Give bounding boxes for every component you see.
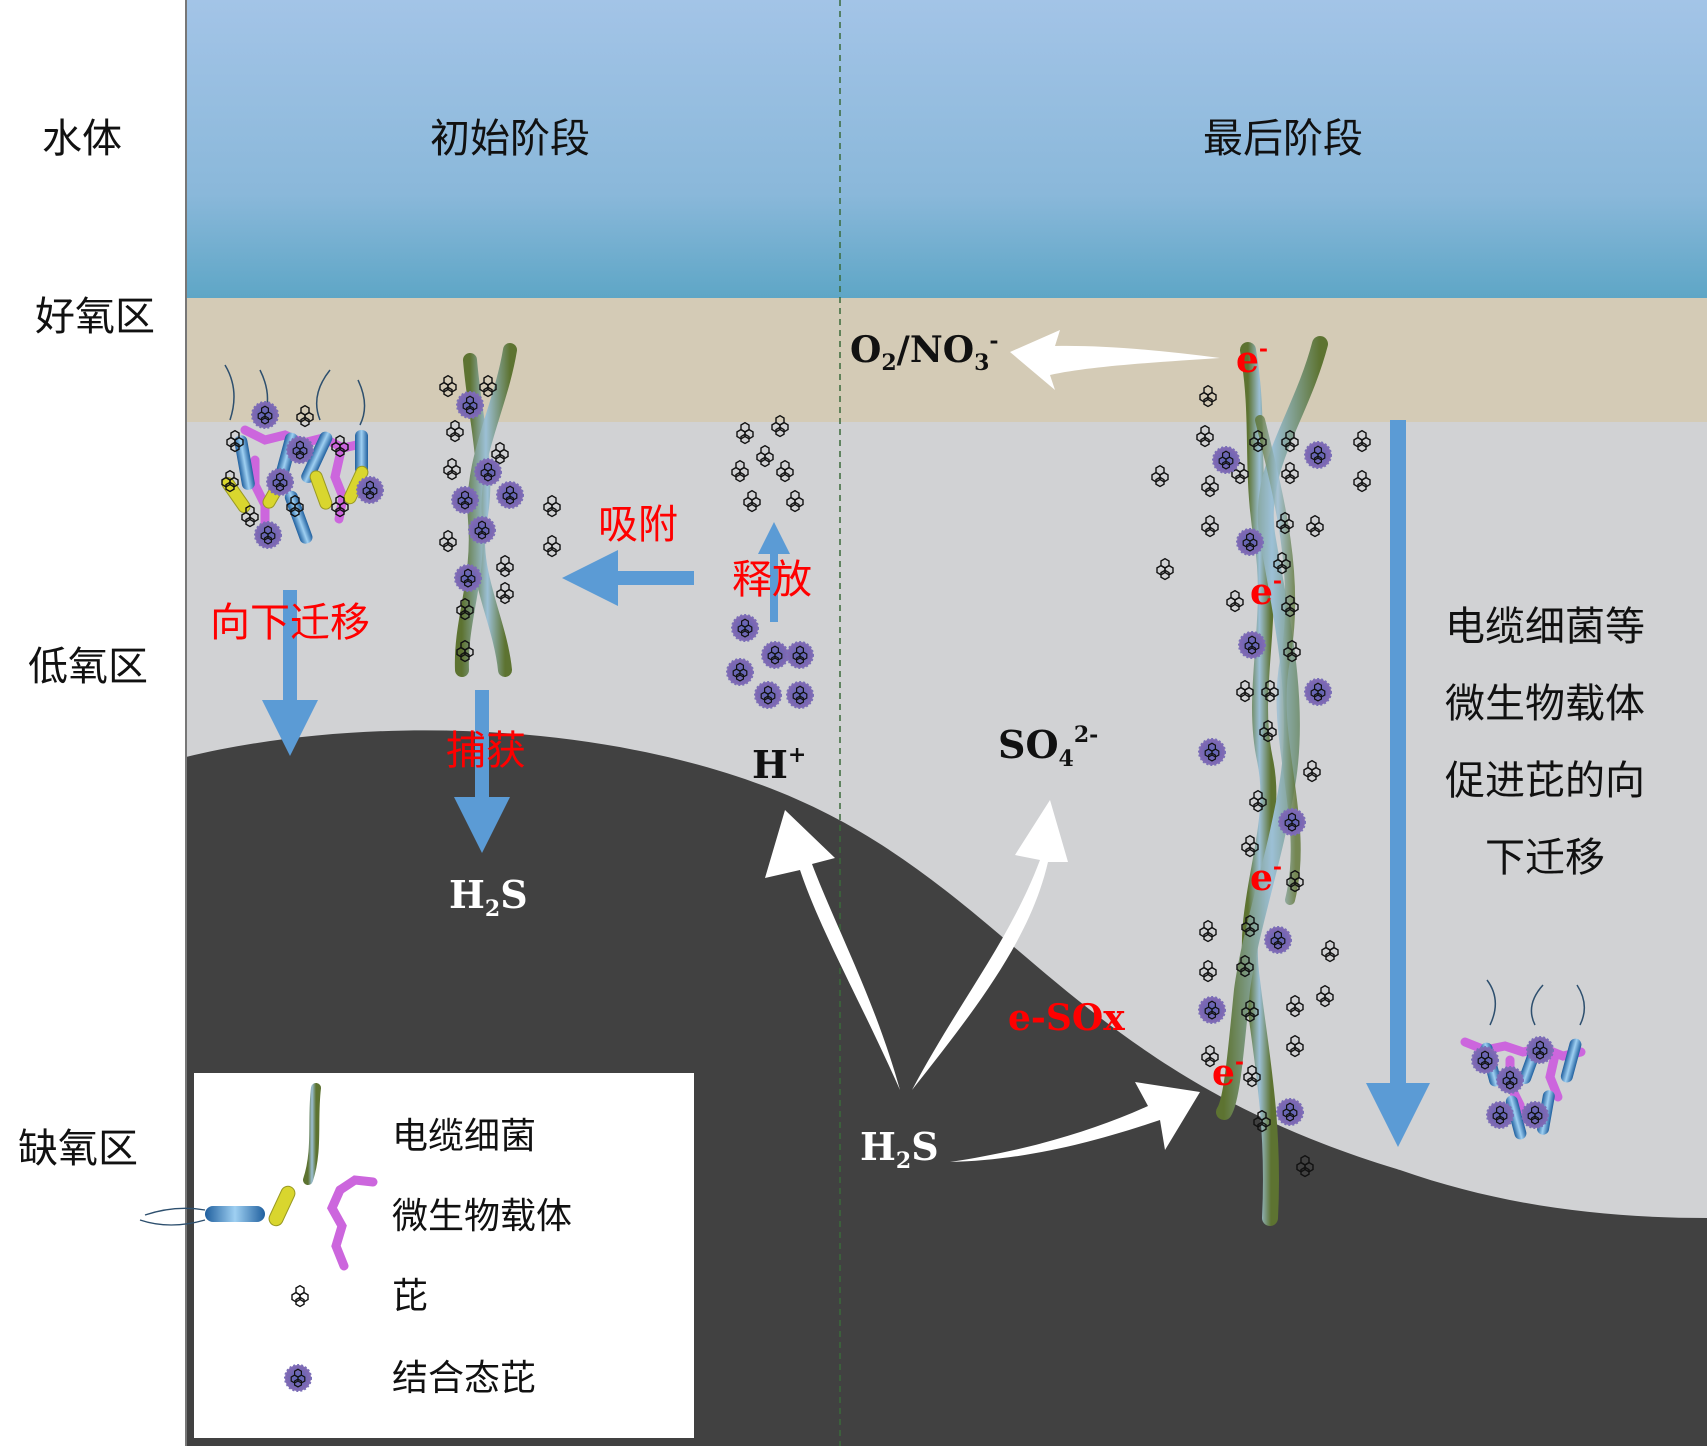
water-layer xyxy=(186,0,1707,298)
electron-label-3: e- xyxy=(1250,854,1282,899)
electron-labels: e- e- e- e- xyxy=(1212,336,1282,1094)
legend-bound-pyrene-icon xyxy=(285,1365,311,1391)
chem-o2-no3: O2/NO3- xyxy=(850,328,999,376)
left-frame-line xyxy=(185,0,187,1446)
legend: 电缆细菌 微生物载体 芘 结合态芘 xyxy=(139,1073,694,1438)
legend-label-bound-pyrene: 结合态芘 xyxy=(392,1358,536,1399)
note-line-1: 电缆细菌等 xyxy=(1445,604,1645,650)
note-line-2: 微生物载体 xyxy=(1445,681,1645,727)
arrow-h2s-to-hplus xyxy=(765,810,900,1090)
legend-microbial-carrier-icon xyxy=(139,1175,378,1271)
note-line-3: 促进芘的向 xyxy=(1445,758,1645,804)
legend-box xyxy=(194,1073,694,1438)
zone-label-aerobic: 好氧区 xyxy=(35,294,155,340)
label-esox: e-SOx xyxy=(1008,997,1125,1039)
chem-h2s-center: H2S xyxy=(860,1124,939,1174)
chem-h-plus: H+ xyxy=(752,742,806,787)
zone-label-anoxic: 缺氧区 xyxy=(18,1126,138,1172)
arrow-h2s-to-so4 xyxy=(912,800,1068,1090)
stage-title-final: 最后阶段 xyxy=(1203,116,1363,162)
label-downward-migration: 向下迁移 xyxy=(210,600,370,646)
arrow-h2s-to-cable xyxy=(950,1082,1200,1162)
note-line-4: 下迁移 xyxy=(1485,835,1605,881)
arrow-electron-to-o2 xyxy=(1010,330,1220,390)
electron-label-2: e- xyxy=(1250,568,1282,613)
cable-bacteria-initial xyxy=(439,343,561,677)
chem-h2s-left: H2S xyxy=(449,872,528,922)
legend-label-pyrene: 芘 xyxy=(392,1276,428,1317)
electron-label-4: e- xyxy=(1212,1049,1244,1094)
zone-label-hypoxic: 低氧区 xyxy=(28,644,148,690)
legend-label-cable-bacteria: 电缆细菌 xyxy=(392,1116,536,1157)
label-adsorption: 吸附 xyxy=(598,502,678,548)
electron-label-1: e- xyxy=(1236,336,1268,381)
chem-so4: SO42- xyxy=(998,722,1098,772)
legend-cable-bacteria-icon xyxy=(303,1083,321,1185)
aerobic-band xyxy=(186,298,1707,422)
stage-title-initial: 初始阶段 xyxy=(430,116,590,162)
legend-label-microbial-carrier: 微生物载体 xyxy=(392,1196,572,1237)
label-capture: 捕获 xyxy=(446,728,526,774)
zone-label-water: 水体 xyxy=(42,116,122,162)
label-release: 释放 xyxy=(732,557,812,603)
